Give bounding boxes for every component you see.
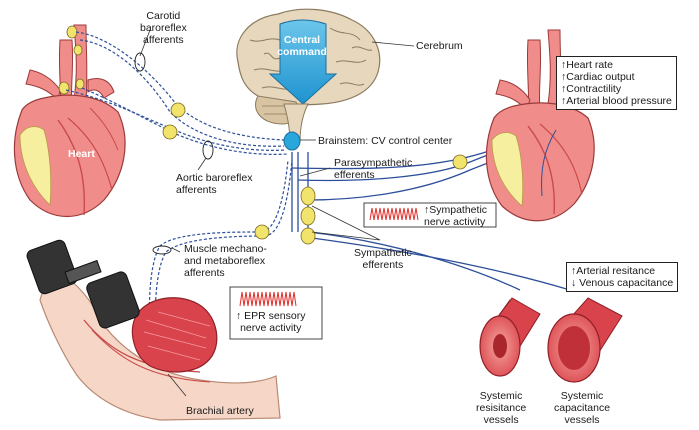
- label-line: efferents: [362, 259, 404, 271]
- label-line: capacitance: [554, 402, 611, 414]
- carotid-afferents-label: Carotid baroreflex afferents: [140, 10, 187, 46]
- epr-activity-trace: [229, 286, 323, 340]
- label-line: Aortic baroreflex: [176, 172, 253, 184]
- capacitance-vessels-label: Systemic capacitance vessels: [554, 390, 610, 426]
- parasympathetic-label: Parasympathetic efferents: [334, 157, 412, 181]
- label-line: Parasympathetic: [334, 157, 413, 169]
- vascular-effect: ↑Arterial resitance: [571, 265, 656, 277]
- sympathetic-activity-label: ↑Sympathetic nerve activity: [424, 204, 487, 228]
- label-line: command: [277, 46, 327, 58]
- right-heart: [485, 29, 595, 222]
- label-line: nerve activity: [240, 322, 302, 334]
- leader-lines: [139, 29, 415, 397]
- brachial-artery-label: Brachial artery: [186, 405, 254, 417]
- aortic-afferents-label: Aortic baroreflex afferents: [176, 172, 252, 196]
- label-line: Systemic: [560, 390, 604, 402]
- capacitance-vessel: [547, 297, 623, 383]
- label-line: nerve activity: [424, 216, 486, 228]
- brain: [236, 8, 381, 151]
- label-line: Sympathetic: [354, 247, 412, 259]
- vascular-effect: ↓ Venous capacitance: [571, 277, 674, 289]
- label-line: ↑ EPR sensory: [236, 310, 306, 322]
- sympathetic-activity-trace: [363, 202, 497, 228]
- central-command-label: Central command: [276, 34, 328, 58]
- arm-with-dumbbell: [26, 239, 281, 421]
- label-line: vessels: [483, 414, 519, 426]
- label-line: afferents: [184, 267, 225, 279]
- label-line: baroreflex: [140, 22, 187, 34]
- label-line: Central: [283, 34, 321, 46]
- heart-label: Heart: [68, 148, 95, 160]
- cardiac-effect: ↑Contractility: [561, 83, 622, 95]
- epr-label: ↑ EPR sensory nerve activity: [236, 310, 305, 334]
- brainstem-label: Brainstem: CV control center: [318, 135, 453, 147]
- cardiac-effect: ↑Heart rate: [561, 59, 613, 71]
- cerebrum-label: Cerebrum: [416, 40, 463, 52]
- cardiac-effect: ↑Cardiac output: [561, 71, 635, 83]
- label-line: afferents: [143, 34, 184, 46]
- resistance-vessel: [479, 297, 541, 377]
- label-line: resisitance: [476, 402, 527, 414]
- sympathetic-efferents-label: Sympathetic efferents: [354, 247, 412, 271]
- label-line: Muscle mechano-: [184, 243, 267, 255]
- cardiac-effect: ↑Arterial blood pressure: [561, 95, 672, 107]
- label-line: afferents: [176, 184, 217, 196]
- muscle-reflex-label: Muscle mechano- and metaboreflex afferen…: [184, 243, 267, 279]
- label-line: Systemic: [479, 390, 523, 402]
- label-line: and metaboreflex: [184, 255, 266, 267]
- ganglia: [162, 102, 468, 245]
- vascular-effects-box: ↑Arterial resitance ↓ Venous capacitance: [566, 262, 679, 292]
- left-heart: [13, 24, 126, 218]
- label-line: ↑Sympathetic: [424, 204, 488, 216]
- label-line: Carotid: [146, 10, 181, 22]
- label-line: vessels: [564, 414, 600, 426]
- resistance-vessels-label: Systemic resisitance vessels: [476, 390, 526, 426]
- label-line: efferents: [334, 169, 375, 181]
- nerve-sheaths: [134, 52, 214, 255]
- cardiac-effects-box: ↑Heart rate ↑Cardiac output ↑Contractili…: [556, 56, 677, 110]
